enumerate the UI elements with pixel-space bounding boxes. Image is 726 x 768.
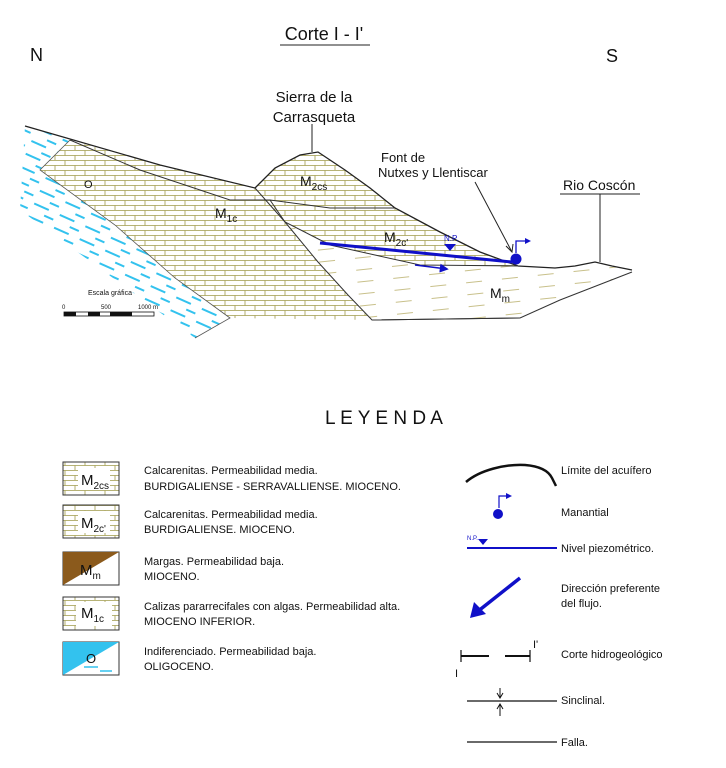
svg-text:Calcarenitas. Permeabilidad me: Calcarenitas. Permeabilidad media. <box>144 465 318 477</box>
label-o: O <box>84 179 93 191</box>
np-marker-icon <box>444 244 456 251</box>
font-leader-line <box>474 181 513 253</box>
river-label: Rio Coscón <box>563 177 635 193</box>
flow-arrow-section-icon <box>414 263 449 273</box>
north-label: N <box>30 45 43 65</box>
unit-m2cs-area <box>255 152 395 208</box>
font-label: Font de <box>381 150 425 165</box>
legend-syncline-label: Sinclinal. <box>561 695 605 707</box>
piezometric-line <box>319 241 513 264</box>
spring-icon <box>510 253 522 265</box>
svg-text:MIOCENO INFERIOR.: MIOCENO INFERIOR. <box>144 616 255 628</box>
legend-unit-mm: Mm Margas. Permeabilidad baja. MIOCENO. <box>62 551 284 586</box>
label-m2c: M2c' <box>384 229 408 249</box>
legend-spring-icon <box>493 509 503 519</box>
unit-mm-area <box>285 222 632 320</box>
svg-text:Escala gráfica: Escala gráfica <box>88 290 132 297</box>
svg-text:M2c': M2c' <box>81 515 106 535</box>
sierra-label-2: Carrasqueta <box>273 109 356 126</box>
legend-unit-m2c: M2c' Calcarenitas. Permeabilidad media. … <box>62 504 318 539</box>
legend-limit-label: Límite del acuífero <box>561 465 652 477</box>
aquifer-limit-icon <box>465 463 558 487</box>
legend-title: L E Y E N D A <box>325 408 443 429</box>
svg-text:MIOCENO.: MIOCENO. <box>144 571 200 583</box>
svg-text:M2cs: M2cs <box>81 472 109 492</box>
legend-flow-label: Dirección preferente <box>561 583 660 595</box>
svg-text:Mm: Mm <box>80 562 101 582</box>
svg-text:OLIGOCENO.: OLIGOCENO. <box>144 661 214 673</box>
legend-section-label: Corte hidrogeológico <box>561 649 663 661</box>
legend-fault-label: Falla. <box>561 737 588 749</box>
font-label-2: Nutxes y Llentiscar <box>378 165 488 180</box>
legend-piezo-label: Nivel piezométrico. <box>561 543 654 555</box>
spring-flag-icon <box>515 240 527 253</box>
legend-units: M2cs Calcarenitas. Permeabilidad media. … <box>62 461 401 676</box>
label-np-section: N.P. <box>444 234 459 243</box>
svg-text:BURDIGALIENSE. MIOCENO.: BURDIGALIENSE. MIOCENO. <box>144 524 295 536</box>
unit-m1c-area <box>40 140 372 320</box>
contact-line-upper <box>69 139 395 209</box>
legend-np-small: N.P. <box>467 536 478 542</box>
svg-text:O: O <box>86 651 96 666</box>
svg-text:0: 0 <box>62 305 66 311</box>
svg-text:M1c: M1c <box>81 605 104 625</box>
legend-unit-o: O Indiferenciado. Permeabilidad baja. OL… <box>62 641 316 676</box>
legend-flow-arrow-icon <box>475 576 522 614</box>
unit-o-area <box>20 126 230 338</box>
legend-section-i: I <box>455 668 458 680</box>
legend-spring-label: Manantial <box>561 507 609 519</box>
label-m2cs: M2cs <box>300 173 327 193</box>
svg-text:500: 500 <box>101 305 112 311</box>
svg-text:Indiferenciado. Permeabilidad: Indiferenciado. Permeabilidad baja. <box>144 646 316 658</box>
legend-section-icon <box>460 650 531 662</box>
svg-text:Margas. Permeabilidad baja.: Margas. Permeabilidad baja. <box>144 556 284 568</box>
svg-text:1000 m: 1000 m <box>138 305 158 311</box>
section-title: Corte I - I' <box>285 24 363 44</box>
legend-symbols: Límite del acuífero Manantial N.P. Nivel… <box>455 463 663 749</box>
legend-unit-m2cs: M2cs Calcarenitas. Permeabilidad media. … <box>62 461 401 496</box>
contact-line-o <box>39 139 231 339</box>
legend-unit-m1c: M1c Calizas pararrecifales con algas. Pe… <box>62 596 400 631</box>
svg-text:Calizas pararrecifales con alg: Calizas pararrecifales con algas. Permea… <box>144 601 400 613</box>
graphic-scale: Escala gráfica 0 500 1000 m <box>62 290 158 317</box>
unit-m2c-area <box>270 200 518 266</box>
sierra-label: Sierra de la <box>276 89 353 106</box>
south-label: S <box>606 46 618 66</box>
cross-section: M2cs M2c' M1c Mm O N.P. Corte I - I' N S… <box>20 24 640 339</box>
contact-line-mm-base <box>371 271 633 321</box>
label-mm: Mm <box>490 285 510 305</box>
legend-flow-label-2: del flujo. <box>561 598 602 610</box>
legend-section-ip: I' <box>533 639 538 651</box>
svg-text:Calcarenitas. Permeabilidad me: Calcarenitas. Permeabilidad media. <box>144 509 318 521</box>
svg-text:BURDIGALIENSE - SERRAVALLIENSE: BURDIGALIENSE - SERRAVALLIENSE. MIOCENO. <box>144 481 401 493</box>
legend-np-icon <box>478 539 488 545</box>
label-m1c: M1c <box>215 205 237 225</box>
